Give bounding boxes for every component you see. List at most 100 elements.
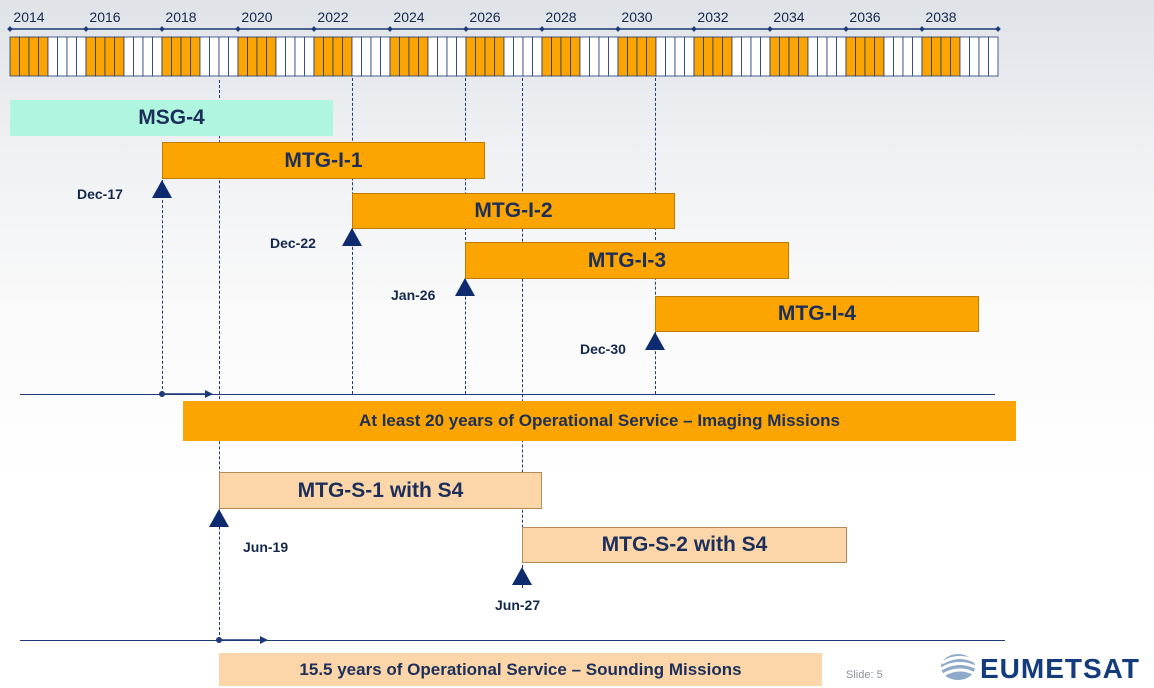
timeline-quarter-cell xyxy=(674,36,685,77)
launch-date-mtg-i2: Dec-22 xyxy=(270,235,316,251)
mtg-i1-bar: MTG-I-1 xyxy=(162,142,485,179)
timeline-tick xyxy=(463,26,469,32)
timeline-quarter-cell xyxy=(684,36,695,77)
timeline-year-label: 2016 xyxy=(89,9,120,25)
launch-marker-mtg-i2 xyxy=(342,228,362,246)
launch-marker-mtg-s2 xyxy=(512,567,532,585)
imaging-service-arrow xyxy=(159,390,213,398)
timeline-quarter-cell xyxy=(589,36,600,77)
timeline-quarter-cell xyxy=(228,36,239,77)
sounding-service-arrow xyxy=(216,636,268,644)
timeline-quarter-cell xyxy=(769,36,780,77)
timeline-quarter-cell xyxy=(38,36,49,77)
timeline-quarter-cell xyxy=(807,36,818,77)
timeline-quarter-cell xyxy=(779,36,790,77)
timeline-quarter-cell xyxy=(731,36,742,77)
timeline-year-label: 2030 xyxy=(621,9,652,25)
slide-number: Slide: 5 xyxy=(846,669,883,681)
mtg-i4-label: MTG-I-4 xyxy=(777,302,857,325)
timeline-quarter-cell xyxy=(47,36,58,77)
mtg-s2-bar: MTG-S-2 with S4 xyxy=(522,527,847,563)
timeline-quarter-cell xyxy=(494,36,505,77)
timeline-quarter-cell xyxy=(893,36,904,77)
timeline-quarter-cell xyxy=(9,36,20,77)
timeline-quarter-cell xyxy=(446,36,457,77)
timeline-quarter-cell xyxy=(427,36,438,77)
mtg-s2-label: MTG-S-2 with S4 xyxy=(601,533,768,556)
msg4-label: MSG-4 xyxy=(138,106,205,129)
timeline-year-label: 2034 xyxy=(773,9,804,25)
mtg-s1-bar: MTG-S-1 with S4 xyxy=(219,472,542,509)
timeline-quarter-cell xyxy=(883,36,894,77)
timeline-tick xyxy=(919,26,925,32)
mtg-i3-bar: MTG-I-3 xyxy=(465,242,789,279)
timeline-year-label: 2018 xyxy=(165,9,196,25)
timeline-year-label: 2014 xyxy=(13,9,44,25)
timeline-quarter-cell xyxy=(931,36,942,77)
timeline-quarter-cell xyxy=(95,36,106,77)
timeline-quarter-cell xyxy=(551,36,562,77)
timeline-quarter-cell xyxy=(513,36,524,77)
timeline-quarter-cell xyxy=(142,36,153,77)
timeline-year-label: 2022 xyxy=(317,9,348,25)
timeline-quarter-cell xyxy=(608,36,619,77)
timeline-quarter-cell xyxy=(342,36,353,77)
timeline-quarter-cell xyxy=(199,36,210,77)
timeline-quarter-cell xyxy=(332,36,343,77)
guide-line-dec17 xyxy=(162,180,163,394)
timeline-quarter-cell xyxy=(104,36,115,77)
timeline-quarter-cell xyxy=(19,36,30,77)
launch-date-mtg-s1: Jun-19 xyxy=(243,539,289,555)
timeline-year-label: 2038 xyxy=(925,9,956,25)
timeline-quarter-cell xyxy=(598,36,609,77)
timeline-tick xyxy=(387,26,393,32)
timeline-tick xyxy=(311,26,317,32)
imaging-service-axis xyxy=(20,394,995,395)
timeline-quarter-cell xyxy=(266,36,277,77)
timeline-quarter-cell xyxy=(817,36,828,77)
timeline-quarter-cell xyxy=(988,36,999,77)
timeline-quarter-cell xyxy=(475,36,486,77)
timeline-quarter-cell xyxy=(836,36,847,77)
timeline-quarter-cell xyxy=(171,36,182,77)
timeline-quarter-cell xyxy=(313,36,324,77)
timeline-tick xyxy=(235,26,241,32)
timeline-tick xyxy=(615,26,621,32)
timeline-quarter-cell xyxy=(380,36,391,77)
mtg-i1-label: MTG-I-1 xyxy=(284,148,363,172)
timeline-quarter-cell xyxy=(855,36,866,77)
timeline-quarter-cell xyxy=(969,36,980,77)
timeline-year-label: 2028 xyxy=(545,9,576,25)
timeline-quarter-cell xyxy=(522,36,533,77)
timeline-tick xyxy=(83,26,89,32)
timeline-quarter-cell xyxy=(532,36,543,77)
guide-line-jan26 xyxy=(465,78,466,394)
timeline-quarter-cell xyxy=(693,36,704,77)
timeline-quarter-cell xyxy=(921,36,932,77)
timeline-quarter-cell xyxy=(133,36,144,77)
timeline-quarter-cell xyxy=(570,36,581,77)
timeline-quarter-cell xyxy=(959,36,970,77)
timeline-year-label: 2032 xyxy=(697,9,728,25)
timeline-quarter-cell xyxy=(874,36,885,77)
timeline-quarter-cell xyxy=(408,36,419,77)
timeline-quarter-cell xyxy=(722,36,733,77)
timeline-quarter-cell xyxy=(237,36,248,77)
timeline-quarter-cell xyxy=(646,36,657,77)
timeline-quarter-cell xyxy=(28,36,39,77)
timeline-quarter-cell xyxy=(190,36,201,77)
eumetsat-logo-text: EUMETSAT xyxy=(980,653,1140,684)
timeline-quarter-cell xyxy=(361,36,372,77)
timeline-quarter-cell xyxy=(655,36,666,77)
timeline-quarter-cell xyxy=(218,36,229,77)
launch-date-mtg-i1: Dec-17 xyxy=(77,186,123,202)
launch-marker-mtg-i1 xyxy=(152,180,172,198)
mtg-i4-bar: MTG-I-4 xyxy=(655,296,979,332)
timeline-quarter-cell xyxy=(456,36,467,77)
launch-marker-mtg-i3 xyxy=(455,278,475,296)
guide-line-jun19 xyxy=(219,80,220,640)
timeline-quarter-cell xyxy=(864,36,875,77)
timeline-quarter-cell xyxy=(912,36,923,77)
timeline-quarter-cell xyxy=(703,36,714,77)
